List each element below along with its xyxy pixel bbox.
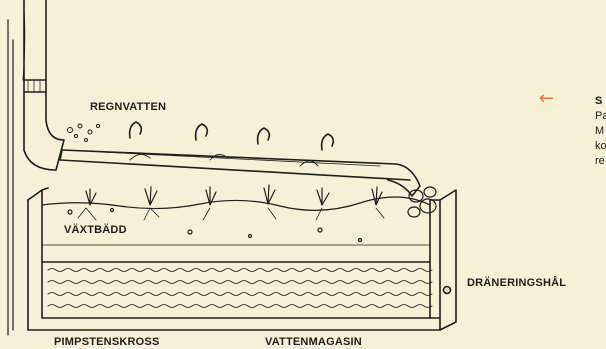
- side-note-line: ko: [595, 140, 606, 152]
- label-rainwater: REGNVATTEN: [90, 101, 166, 113]
- label-drainage-hole: DRÄNERINGSHÅL: [467, 277, 566, 289]
- pumice-layer: [48, 269, 432, 308]
- rain-splash: [68, 124, 100, 142]
- side-note-line: S: [595, 95, 602, 107]
- label-pumice: PIMPSTENSKROSS: [54, 336, 160, 348]
- planter-box: [28, 188, 456, 330]
- left-arrow-icon: ←: [539, 90, 554, 108]
- drainage-hole-icon: [444, 287, 451, 294]
- downpipe: [8, 0, 64, 335]
- side-note-line: M: [595, 125, 604, 137]
- label-growing-bed: VÄXTBÄDD: [64, 224, 127, 236]
- side-note-line: Pa: [595, 110, 606, 122]
- label-water-reservoir: VATTENMAGASIN: [265, 336, 362, 348]
- side-note-line: re: [595, 155, 605, 167]
- rain-gutter: [60, 122, 420, 196]
